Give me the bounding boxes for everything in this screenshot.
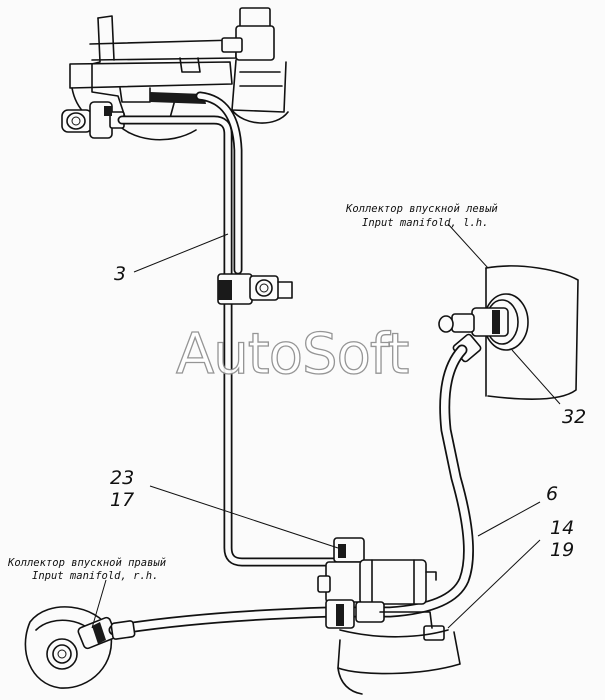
part-number-17: 17 — [110, 489, 134, 511]
caption-right-manifold-ru: Коллектор впускной правый — [7, 557, 166, 569]
caption-right-manifold-en: Input manifold, r.h. — [32, 570, 158, 582]
upper-left-fitting — [61, 101, 125, 139]
solenoid-valve — [317, 537, 445, 641]
pipe-clamp — [217, 273, 293, 305]
part-number-19: 19 — [550, 539, 574, 561]
part-number-14: 14 — [550, 517, 574, 539]
leader-lines — [91, 223, 561, 629]
engine-base — [337, 629, 461, 695]
top-pump-assembly — [69, 7, 289, 141]
part-number-6: 6 — [546, 483, 558, 505]
fuel-pipe-3 — [117, 91, 341, 567]
caption-left-manifold-ru: Коллектор впускной левый — [345, 203, 498, 215]
manifold-lh — [438, 265, 579, 400]
hose-rh — [108, 606, 336, 640]
hose-6 — [344, 344, 474, 618]
caption-left-manifold-en: Input manifold, l.h. — [362, 217, 488, 229]
part-number-23: 23 — [110, 467, 134, 489]
part-number-3: 3 — [114, 263, 126, 285]
part-number-32: 32 — [562, 406, 586, 428]
watermark-text: AutoSoft — [176, 322, 409, 387]
manifold-rh — [24, 606, 117, 689]
